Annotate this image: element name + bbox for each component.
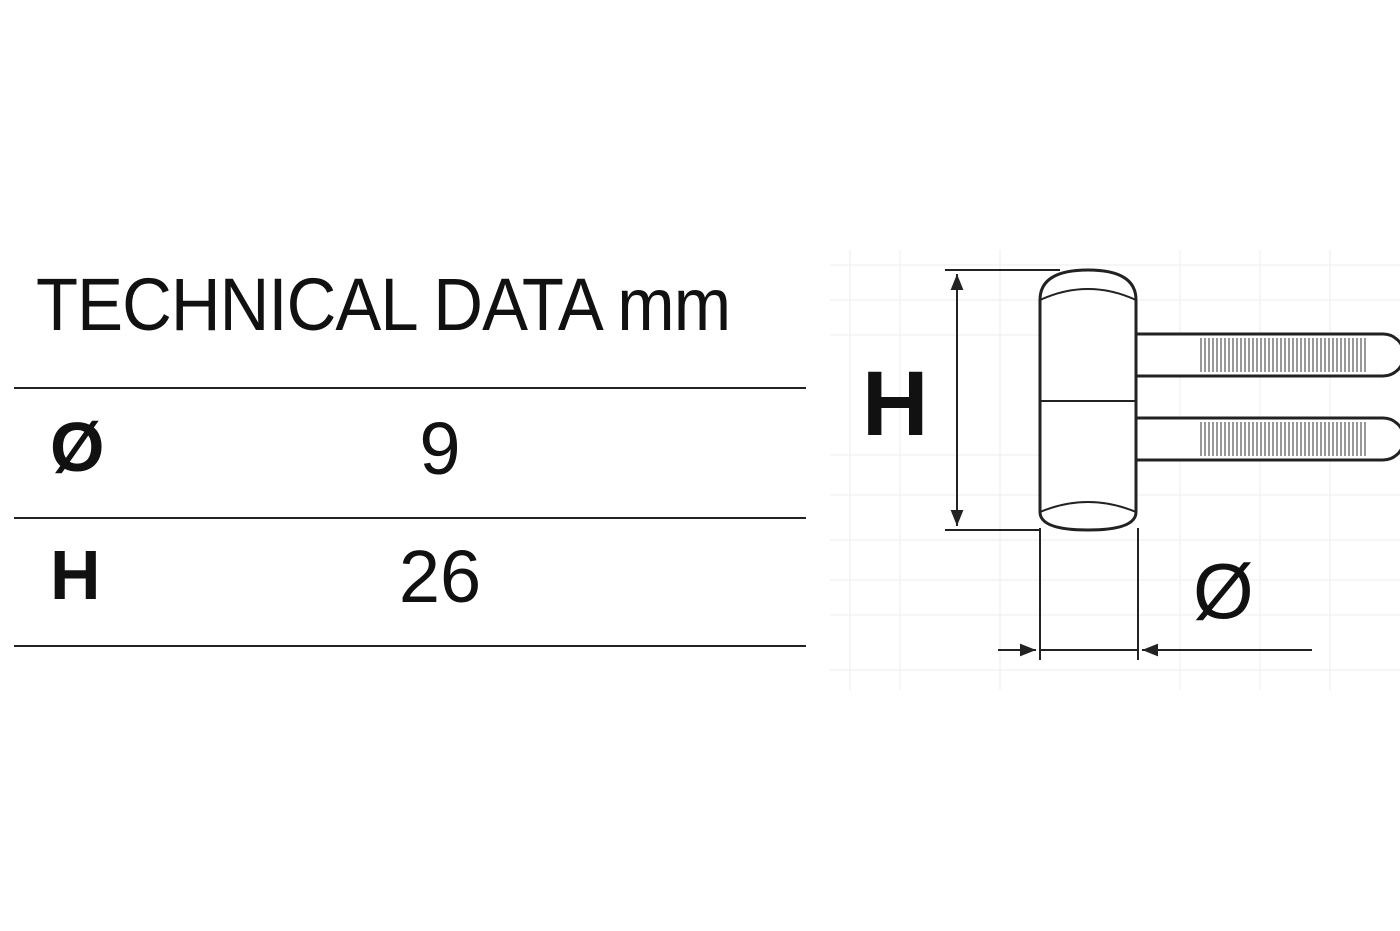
hinge-pin-drawing [830, 250, 1400, 690]
height-dimension-line [945, 269, 1060, 531]
upper-threaded-pin [1119, 332, 1400, 378]
hinge-barrel [1038, 268, 1138, 532]
table-divider-bottom [14, 645, 806, 647]
diameter-value: 9 [419, 407, 461, 490]
diameter-symbol: Ø [50, 408, 105, 486]
height-value: 26 [398, 535, 482, 618]
lower-threaded-pin [1119, 416, 1400, 462]
height-dimension-label: H [862, 353, 929, 455]
height-symbol: H [50, 536, 101, 614]
diameter-dimension-line [998, 528, 1312, 660]
diameter-dimension-label: Ø [1193, 547, 1254, 635]
table-divider-top [14, 387, 806, 389]
table-title: TECHNICAL DATA mm [36, 263, 731, 346]
table-divider-middle [14, 517, 806, 519]
